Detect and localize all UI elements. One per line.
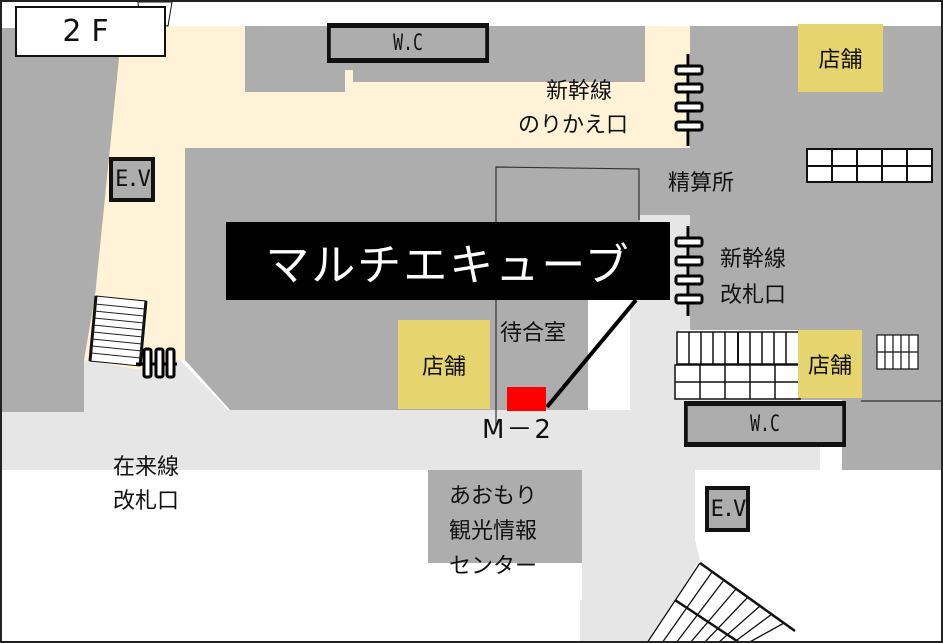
lockers-far-right: [876, 334, 919, 370]
label-fare-adjustment: 精算所: [668, 171, 735, 196]
marker-label: M－2: [482, 415, 553, 445]
label-shinkansen-transfer-line1: 新幹線: [546, 79, 613, 104]
venue-title-banner: マルチエキューブ: [226, 222, 670, 300]
shop-center: 店舗: [398, 320, 490, 409]
public-concourse-lower-branch: [580, 470, 700, 643]
label-shinkansen-gate-line1: 新幹線: [720, 247, 787, 272]
building-top-mid-low: [353, 66, 645, 82]
gate-icon-conventional: [136, 347, 177, 379]
gate-icon-shinkansen: [674, 226, 704, 316]
shop-right: 店舗: [798, 330, 862, 398]
leader-line: [545, 298, 638, 409]
wc-right: W.C: [684, 401, 846, 447]
label-tourist-info-line1: あおもり: [449, 484, 538, 509]
label-shinkansen-gate-line2: 改札口: [720, 283, 787, 308]
elevator-left: E.V: [109, 157, 155, 202]
elevator-bottom: E.V: [705, 486, 750, 532]
label-tourist-info-line2: 観光情報: [449, 519, 538, 544]
lockers-right-lower: [674, 364, 801, 400]
stairs-left: [88, 295, 148, 367]
building-left: [2, 28, 122, 412]
stairs-bottom: [646, 561, 796, 643]
label-tourist-info-line3: センター: [449, 554, 538, 579]
label-shinkansen-transfer-line2: のりかえ口: [518, 113, 629, 138]
label-conventional-gate-line1: 在来線: [113, 455, 180, 480]
public-concourse-left-ramp: [84, 360, 230, 412]
shop-top-right: 店舗: [798, 24, 883, 92]
label-conventional-gate-line2: 改札口: [113, 489, 180, 514]
floor-label: 2F: [15, 6, 166, 57]
lockers-top-right: [806, 148, 933, 183]
paid-concourse: [84, 26, 690, 370]
wc-top: W.C: [327, 23, 489, 63]
label-waiting-room: 待合室: [500, 321, 567, 346]
lockers-right-upper: [676, 331, 800, 365]
location-marker: [507, 387, 546, 411]
tourist-info-block: [428, 470, 582, 563]
gate-icon-shinkansen-transfer: [674, 54, 704, 146]
